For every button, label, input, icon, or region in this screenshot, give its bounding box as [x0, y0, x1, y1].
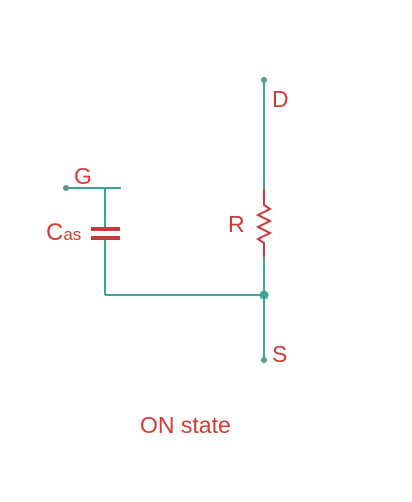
capacitor-plate-bottom [91, 236, 120, 240]
resistor [255, 190, 273, 257]
gate-terminal [63, 185, 69, 191]
capacitor-plate-top [91, 227, 120, 231]
resistor-label: R [228, 211, 245, 237]
junction-node [259, 290, 269, 300]
drain-label: D [272, 86, 289, 112]
capacitor-label-main: C [46, 219, 64, 246]
state-caption: ON state [140, 412, 231, 438]
gate-label: G [74, 163, 92, 189]
drain-terminal [261, 77, 267, 83]
capacitor-label: Cas [46, 221, 81, 245]
source-label: S [272, 341, 288, 367]
capacitor-label-subscript: as [63, 225, 82, 244]
source-terminal [261, 357, 267, 363]
